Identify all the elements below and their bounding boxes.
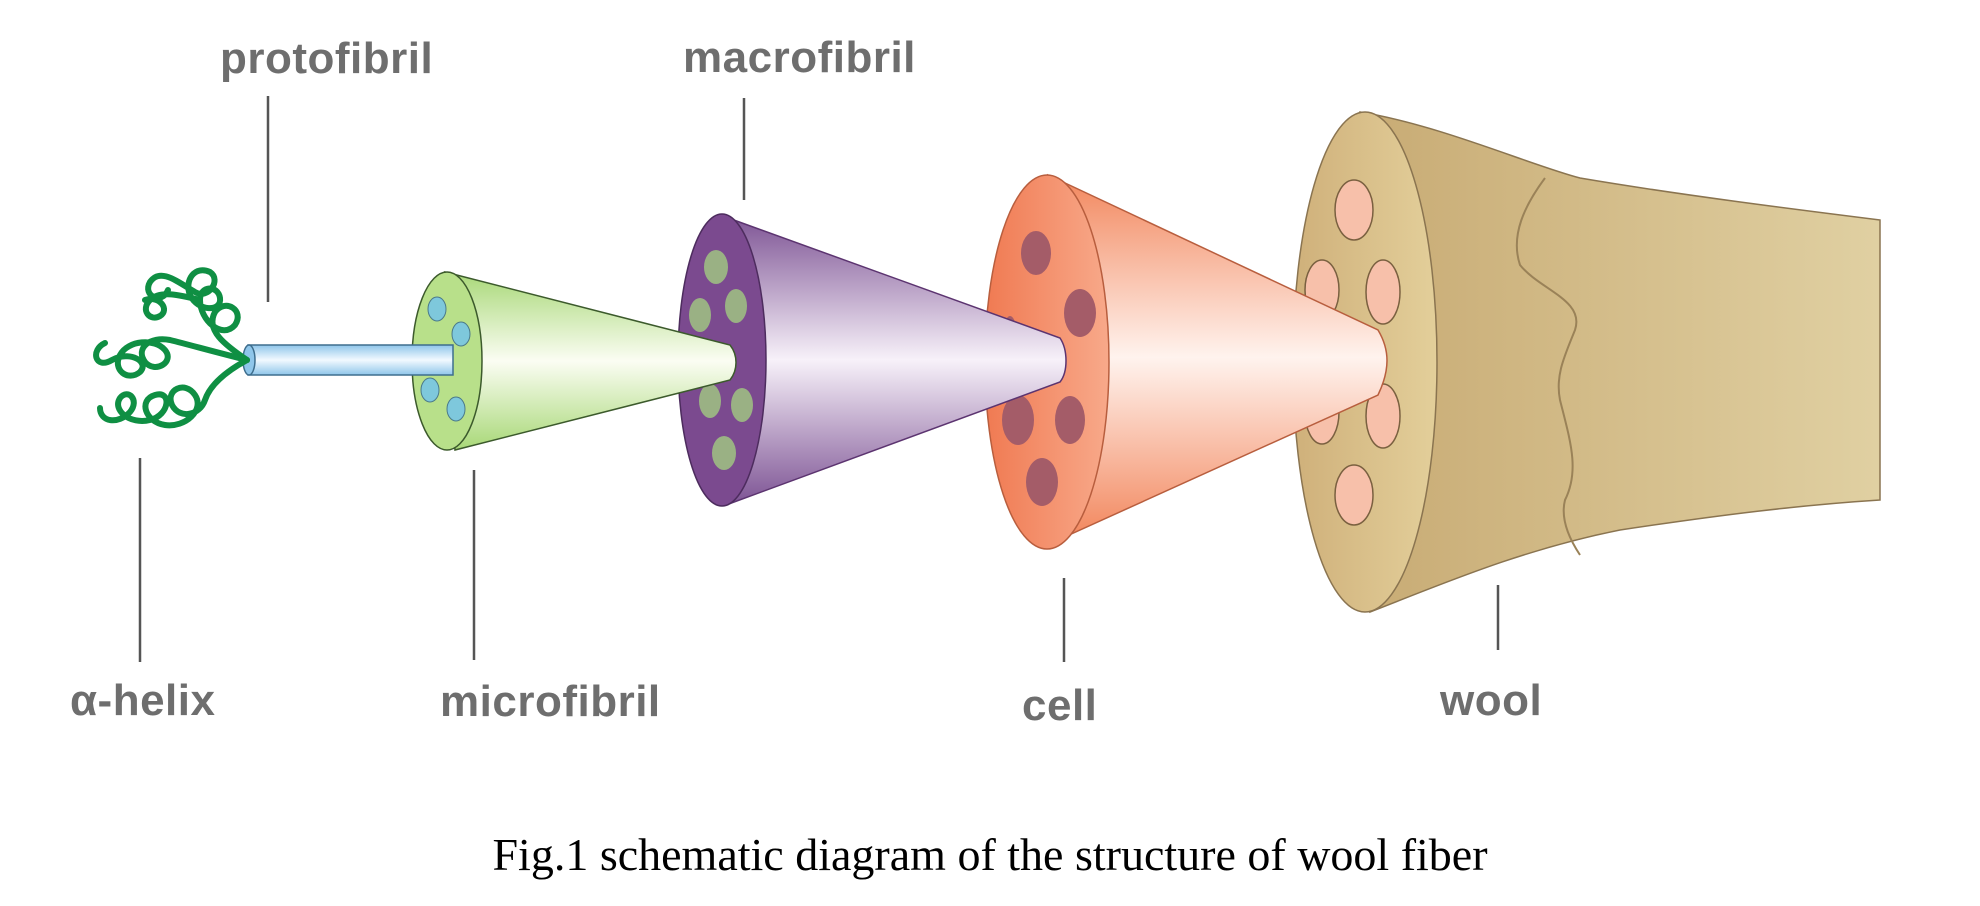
- figure-caption: Fig.1 schematic diagram of the structure…: [492, 829, 1487, 880]
- microfibril-cone-body: [444, 271, 737, 451]
- microfibril-dot: [451, 321, 471, 347]
- macrofibril-dot: [704, 250, 728, 284]
- wool-dot: [1334, 179, 1374, 241]
- alpha-helix-coil: [93, 267, 250, 429]
- microfibril-dot: [427, 296, 447, 322]
- macrofibril-dot: [725, 289, 747, 323]
- wool-fiber: [1292, 111, 1881, 614]
- wool-layer-edge: [1515, 177, 1581, 556]
- cell-dot: [1021, 231, 1051, 275]
- macrofibril-dot: [712, 436, 736, 470]
- label-microfibril: microfibril: [440, 677, 661, 726]
- microfibril-dot: [446, 396, 466, 422]
- macrofibril-dot: [699, 384, 721, 418]
- wool-dot: [1365, 259, 1401, 325]
- macrofibril-cone-body: [719, 213, 1067, 507]
- helix-strand: [142, 291, 203, 321]
- protofibril-rod: [242, 344, 454, 376]
- label-cell: cell: [1022, 681, 1097, 730]
- label-wool: wool: [1439, 676, 1542, 725]
- cell-dot: [1026, 458, 1058, 506]
- cell-dot: [1064, 289, 1096, 337]
- microfibril-dot: [420, 377, 440, 403]
- label-macrofibril: macrofibril: [683, 33, 916, 82]
- wool-body: [1359, 111, 1881, 614]
- helix-strand: [93, 336, 250, 379]
- wool-dot: [1334, 464, 1374, 526]
- label-protofibril: protofibril: [220, 34, 433, 83]
- label-alpha-helix: α-helix: [70, 676, 215, 725]
- cell-cone-body: [1047, 173, 1388, 542]
- helix-strand: [97, 357, 250, 429]
- cell-dot: [1002, 395, 1034, 445]
- macrofibril-dot: [689, 298, 711, 332]
- macrofibril-dot: [731, 388, 753, 422]
- microfibril-dots: [420, 296, 471, 422]
- cell-dot: [1055, 396, 1085, 444]
- protofibril-body: [247, 344, 454, 376]
- macrofibril-dots: [689, 250, 753, 470]
- macrofibril-cone: [677, 213, 1067, 507]
- helix-strand: [145, 267, 250, 363]
